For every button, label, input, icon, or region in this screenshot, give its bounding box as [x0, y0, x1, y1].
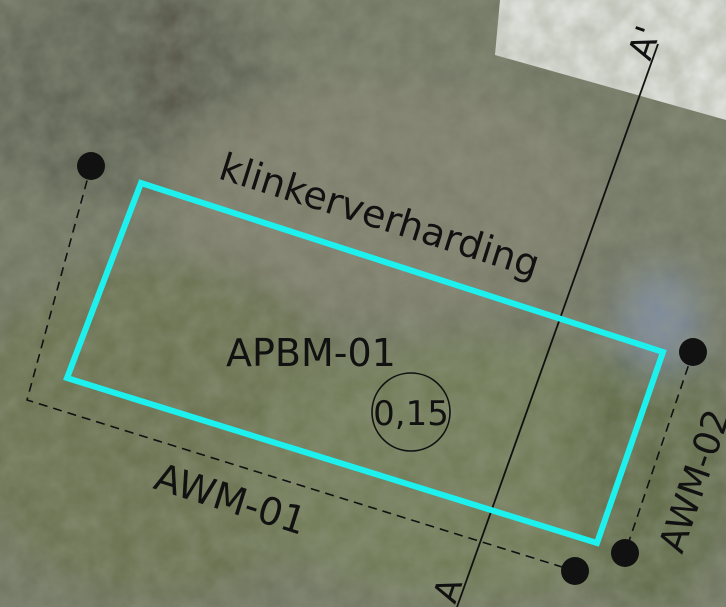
marker-dot-icon[interactable] — [561, 557, 589, 585]
marker-dot-icon[interactable] — [611, 539, 639, 567]
apbm-01-boundary[interactable] — [63, 179, 667, 547]
marker-dot-icon[interactable] — [679, 338, 707, 366]
trench-awm-02-outline — [624, 351, 694, 554]
boundary-id-label: APBM-01 — [226, 331, 396, 375]
section-line — [456, 43, 659, 607]
depth-circle-icon — [371, 372, 451, 452]
depth-value: 0,15 — [373, 394, 449, 434]
marker-dot-icon[interactable] — [77, 152, 105, 180]
trench-awm-01-outline — [26, 165, 576, 572]
